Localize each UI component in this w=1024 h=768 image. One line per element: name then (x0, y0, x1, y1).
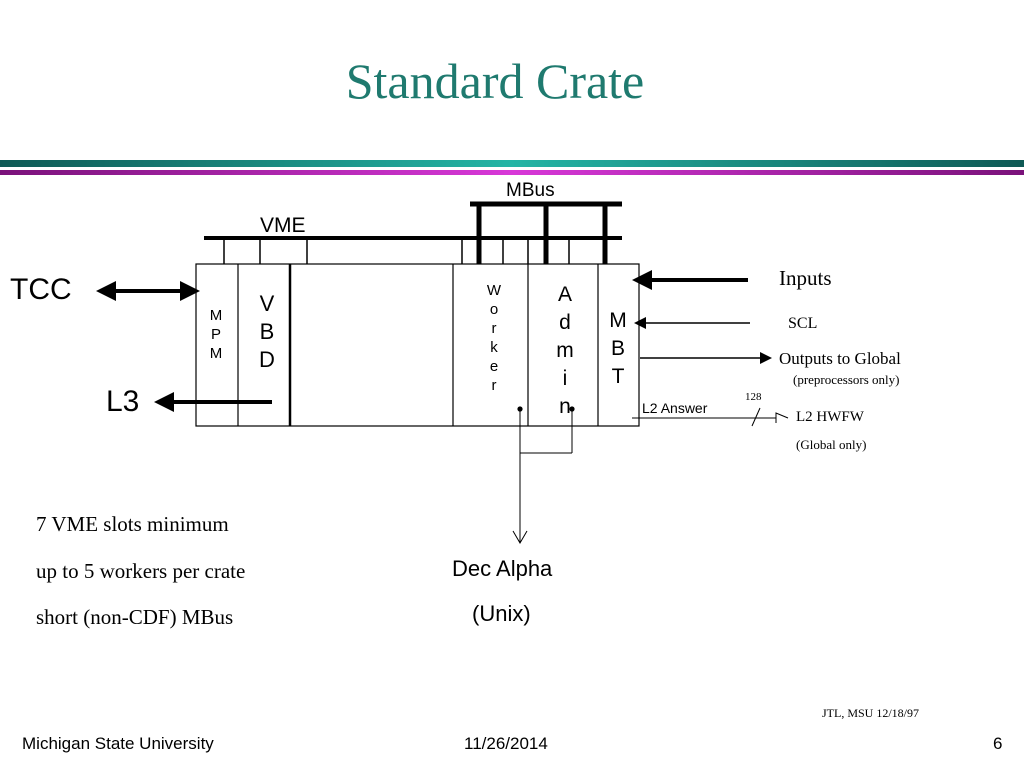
l3-arrow (154, 392, 272, 412)
tcc-label: TCC (10, 273, 72, 306)
outputs-label: Outputs to Global (779, 349, 901, 368)
inputs-arrow (632, 270, 748, 290)
l2-hwfw-note: (Global only) (796, 437, 867, 452)
note-vme-slots: 7 VME slots minimum (36, 512, 229, 536)
slot-mpm-label: M P M (209, 307, 223, 362)
vme-bus (204, 236, 622, 264)
l3-label: L3 (106, 385, 140, 418)
mbus-label: MBus (506, 180, 555, 201)
tcc-arrow (96, 281, 200, 301)
outputs-arrow (640, 352, 772, 364)
title-rule-teal (0, 160, 1024, 167)
crate-box (195, 263, 640, 427)
slot-mbt-label: M B T (609, 309, 627, 388)
scl-arrow (634, 317, 750, 329)
slot-worker-label: W o r k e r (486, 282, 502, 394)
slot-vbd-label: V B D (259, 291, 275, 372)
l2-hwfw-label: L2 HWFW (796, 409, 864, 425)
footer-page-number: 6 (993, 734, 1003, 753)
slide-title: Standard Crate (345, 53, 645, 109)
bus-width-label: 128 (745, 391, 762, 403)
dec-alpha-label: Dec Alpha (452, 556, 553, 581)
slot-admin-label: A d m i n (556, 283, 574, 418)
vme-label: VME (260, 214, 306, 237)
outputs-note: (preprocessors only) (793, 372, 900, 387)
title-rule-magenta (0, 170, 1024, 175)
footer-date: 11/26/2014 (464, 734, 548, 753)
author-credit: JTL, MSU 12/18/97 (822, 706, 920, 720)
unix-label: (Unix) (472, 601, 531, 626)
l2-answer-label: L2 Answer (642, 400, 708, 416)
note-mbus: short (non-CDF) MBus (36, 605, 234, 629)
dec-alpha-connection (512, 406, 575, 544)
mbus-bus (470, 201, 622, 264)
inputs-label: Inputs (779, 266, 832, 290)
scl-label: SCL (788, 315, 818, 332)
footer-organization: Michigan State University (22, 734, 214, 753)
note-workers: up to 5 workers per crate (36, 559, 246, 583)
l2-answer-arrow (632, 407, 789, 427)
